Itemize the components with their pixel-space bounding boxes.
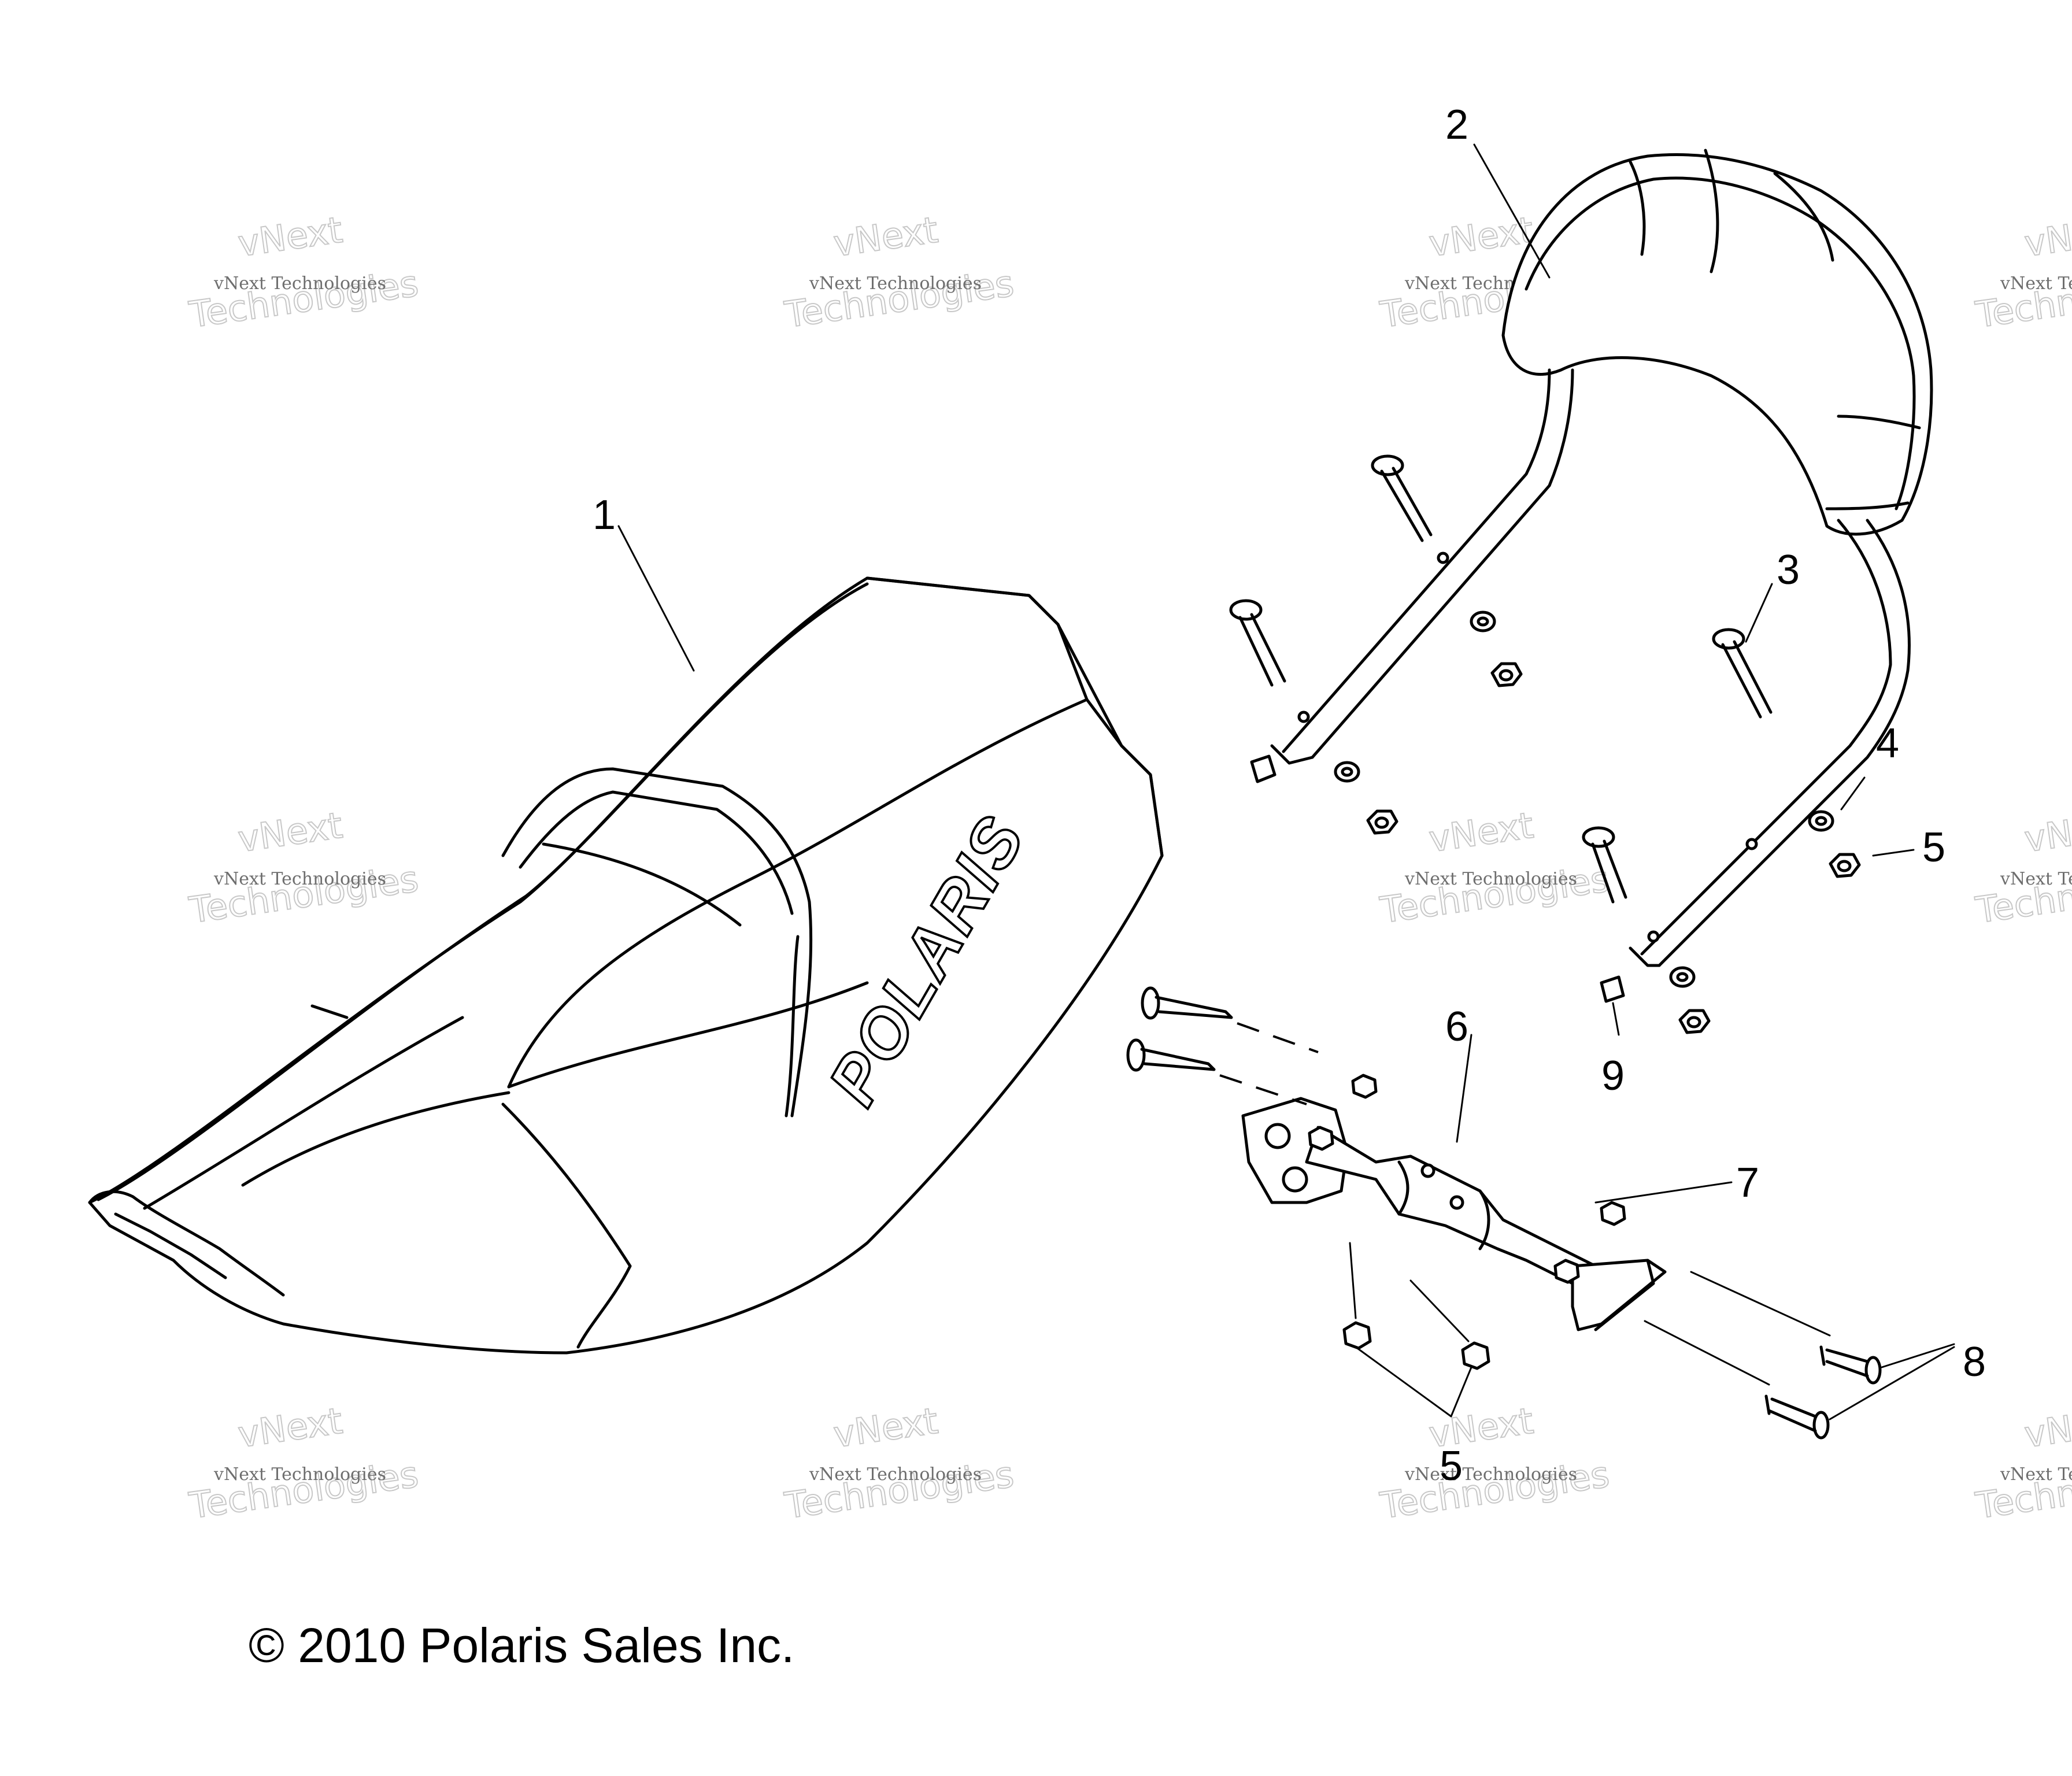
bolts-part-3	[1229, 454, 1773, 904]
watermark-label: vNext Technologies	[809, 273, 982, 294]
watermark-label: vNext Technologies	[1404, 1464, 1577, 1485]
nut-hole	[1498, 669, 1514, 682]
watermark-vnext: vNext	[2022, 804, 2072, 860]
watermark-vnext: vNext	[2022, 209, 2072, 265]
watermark-label: vNext Technologies	[213, 273, 386, 294]
callout-2: 2	[1445, 102, 1468, 148]
callout-7: 7	[1736, 1160, 1759, 1206]
nut-hole	[1837, 860, 1852, 872]
nut-hole	[1686, 1016, 1701, 1028]
watermark-label: vNext Technologies	[2000, 869, 2072, 889]
bracket-bolts	[1126, 986, 1882, 1440]
callout-3: 3	[1777, 547, 1800, 593]
fasteners-backrest	[1334, 610, 1861, 1034]
watermark-vnext: vNext	[831, 1400, 941, 1456]
nuts-lower	[1342, 1242, 1490, 1370]
watermark-label: vNext Technologies	[809, 1464, 982, 1485]
callout-5-upper: 5	[1922, 824, 1945, 871]
callout-9: 9	[1601, 1053, 1625, 1099]
watermark-vnext: vNext	[235, 1400, 345, 1456]
watermark-vnext: vNext	[235, 804, 345, 860]
washer-hole	[1341, 767, 1353, 777]
leader-lines	[617, 143, 1955, 1420]
callout-1: 1	[593, 492, 616, 538]
watermark-label: vNext Technologies	[213, 1464, 386, 1485]
callout-5-lower: 5	[1440, 1443, 1463, 1489]
watermark-label: vNext Technologies	[2000, 273, 2072, 294]
washer-hole	[1477, 616, 1489, 627]
watermark-vnext: vNext	[1426, 209, 1536, 265]
watermark-label: vNext Technologies	[2000, 1464, 2072, 1485]
watermark-label: vNext Technologies	[1404, 869, 1577, 889]
callout-4: 4	[1876, 720, 1899, 767]
washer-hole	[1815, 816, 1827, 826]
bracket-part-6	[1241, 1074, 1667, 1331]
watermark-vnext: vNext	[1426, 804, 1536, 860]
callout-6: 6	[1445, 1004, 1468, 1050]
backrest-part-2	[1250, 149, 1933, 1003]
watermark-vnext: vNext	[831, 209, 941, 265]
callout-8: 8	[1963, 1339, 1986, 1385]
washer-hole	[1676, 972, 1689, 982]
watermark-label: vNext Technologies	[213, 869, 386, 889]
nut-hole	[1374, 816, 1389, 829]
copyright-notice: © 2010 Polaris Sales Inc.	[249, 1618, 794, 1673]
seat-part-1: POLARIS	[88, 576, 1164, 1355]
watermark-vnext: vNext	[235, 209, 345, 265]
watermark-vnext: vNext	[2022, 1400, 2072, 1456]
callouts: 1 2 3 4 5 6 7 8 5 9	[593, 102, 1986, 1489]
